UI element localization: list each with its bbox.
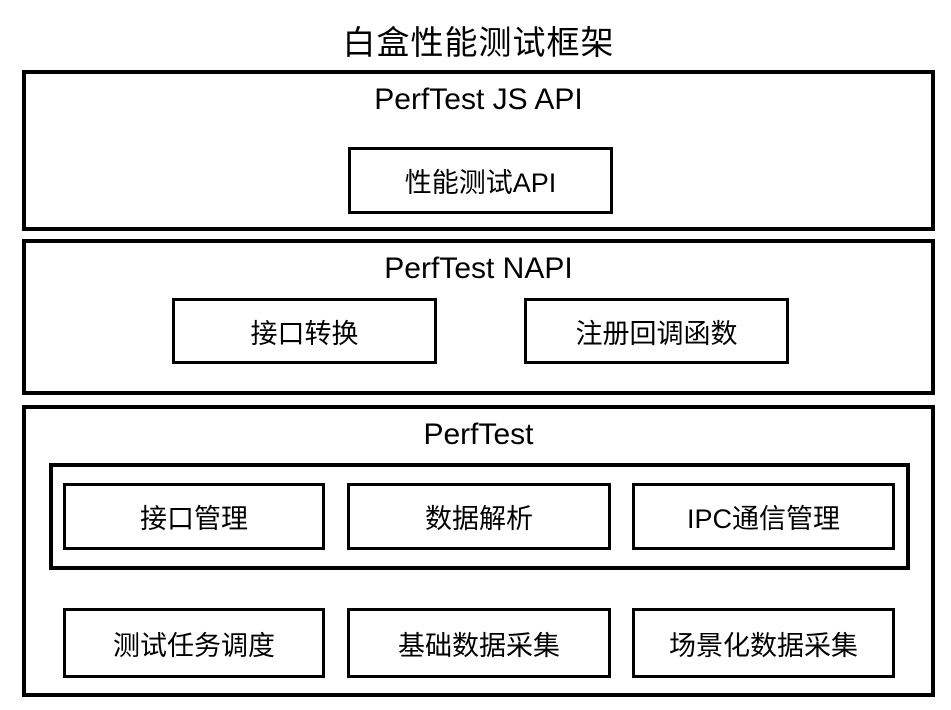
layer-perftest-title: PerfTest [423,418,534,451]
node-interface-conversion: 接口转换 [172,298,437,364]
layer-perftest: PerfTest 接口管理 数据解析 IPC通信管理 测试任务调度 基础数据采集… [22,405,935,697]
node-label: 基础数据采集 [398,630,560,661]
node-scenario-data-collection: 场景化数据采集 [632,608,895,678]
node-ipc-communication-management: IPC通信管理 [632,483,895,550]
layer-perftest-napi-title: PerfTest NAPI [384,252,573,285]
node-label: 注册回调函数 [575,318,738,349]
node-data-parsing: 数据解析 [347,483,611,550]
layer-perftest-js-api: PerfTest JS API 性能测试API [22,70,935,231]
node-label: IPC通信管理 [686,504,840,534]
layer-perftest-napi: PerfTest NAPI 接口转换 注册回调函数 [22,239,935,395]
node-register-callback: 注册回调函数 [524,298,789,364]
node-label: 场景化数据采集 [669,630,858,661]
diagram-title: 白盒性能测试框架 [342,24,615,61]
node-group-frame: 接口管理 数据解析 IPC通信管理 [49,463,910,570]
node-basic-data-collection: 基础数据采集 [347,608,611,678]
node-label: 接口管理 [140,504,248,534]
node-label: 测试任务调度 [113,630,275,661]
node-test-task-scheduling: 测试任务调度 [63,608,325,678]
node-label: 数据解析 [425,504,533,534]
node-label: 接口转换 [250,318,359,349]
node-interface-management: 接口管理 [63,483,325,550]
node-label: 性能测试API [404,168,557,198]
layer-perftest-js-api-title: PerfTest JS API [374,83,583,116]
node-performance-test-api: 性能测试API [348,147,613,214]
